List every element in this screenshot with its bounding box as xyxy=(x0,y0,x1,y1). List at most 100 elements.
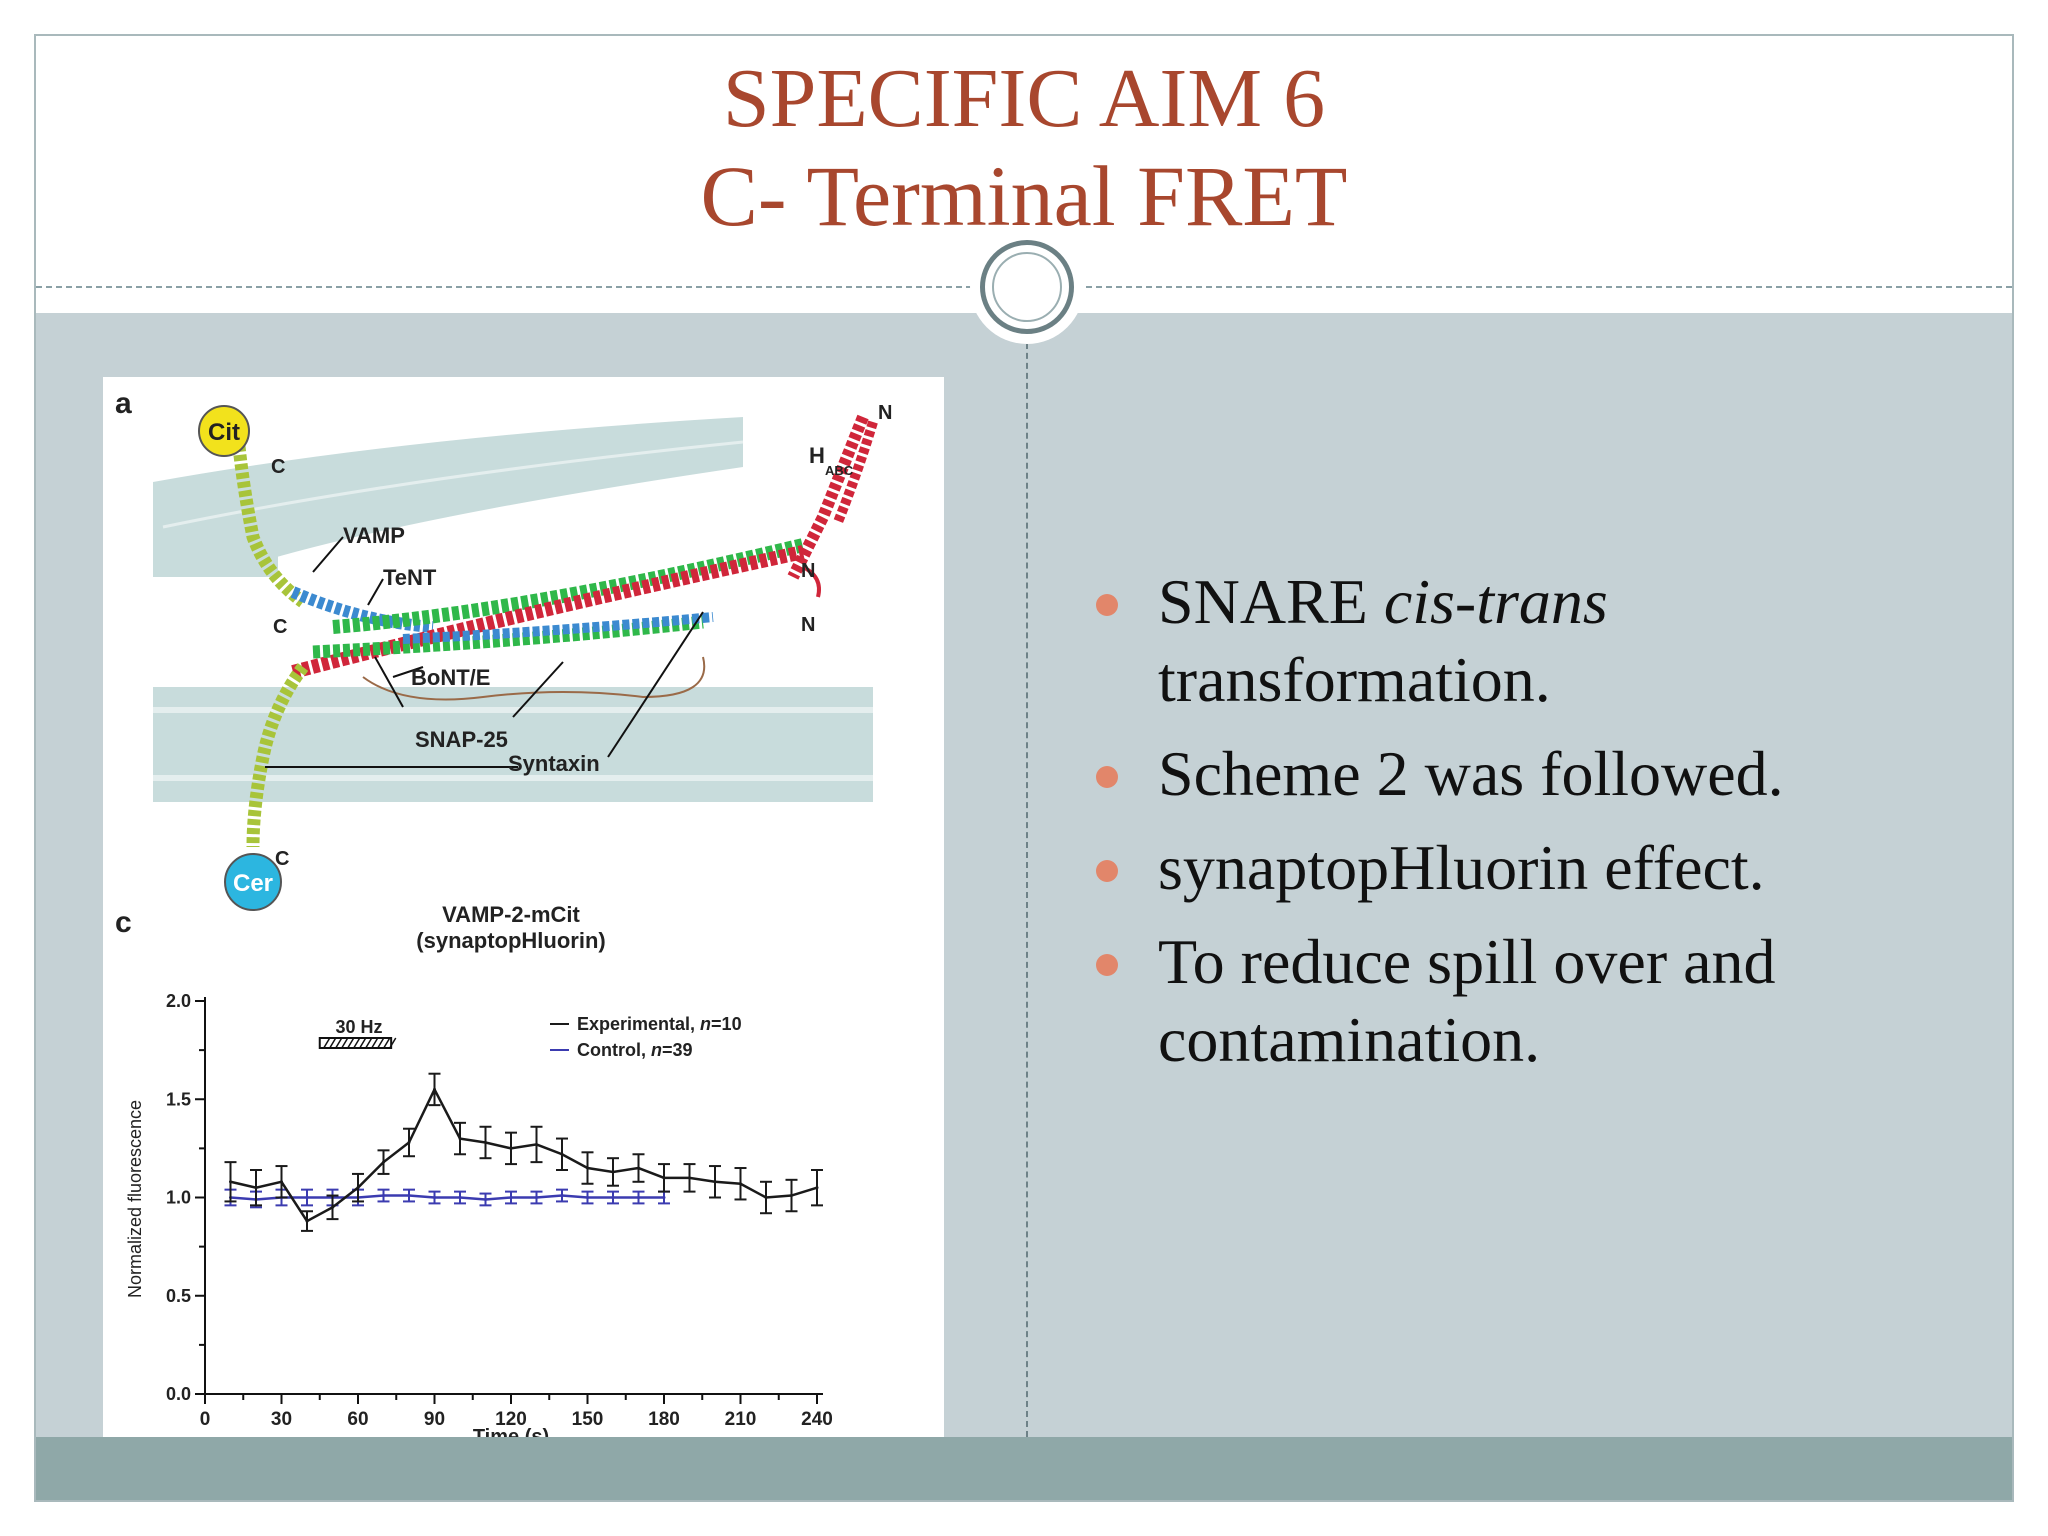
content-area: a xyxy=(36,313,2012,1454)
footer-band xyxy=(36,1437,2012,1500)
data-point-experimental xyxy=(662,1176,666,1180)
legend-experimental-main: Experimental, xyxy=(577,1014,700,1034)
data-point-experimental xyxy=(382,1160,385,1164)
data-point-control xyxy=(637,1196,640,1199)
data-point-control xyxy=(484,1197,487,1201)
x-tick-label: 180 xyxy=(648,1409,680,1430)
series-line-control xyxy=(230,1194,664,1201)
cit-fluorophore xyxy=(198,405,250,457)
stimulus-hatch xyxy=(383,1037,391,1049)
x-tick-label: 0 xyxy=(200,1409,211,1430)
data-point-experimental xyxy=(560,1152,564,1156)
data-point-experimental xyxy=(254,1186,258,1190)
legend-experimental-n: n xyxy=(700,1014,711,1034)
y-tick-label: 0.5 xyxy=(166,1286,191,1306)
y-tick-label: 1.0 xyxy=(166,1188,191,1208)
data-point-control xyxy=(305,1196,309,1199)
x-tick-label: 210 xyxy=(725,1409,757,1430)
stimulus-hatch xyxy=(377,1037,385,1049)
data-point-experimental xyxy=(764,1196,768,1199)
stimulus-bar xyxy=(318,1037,393,1049)
data-point-experimental xyxy=(688,1176,691,1180)
data-point-control xyxy=(535,1196,538,1199)
stimulus-hatch xyxy=(365,1037,373,1049)
chart-c: c VAMP-2-mCit (synaptopHluorin) 0.00.51.… xyxy=(115,902,833,1448)
series-line-experimental xyxy=(230,1086,818,1223)
bullet-item: To reduce spill over and contamination. xyxy=(1096,923,1976,1079)
stimulus-bar-group: 30 Hz xyxy=(318,1017,397,1049)
column-divider xyxy=(1026,313,1028,1437)
snap25-linker xyxy=(362,656,706,701)
label-tent: TeNT xyxy=(383,565,437,590)
x-tick-label: 240 xyxy=(801,1409,833,1430)
bullet-text: SNARE xyxy=(1158,566,1384,637)
panel-a-label: a xyxy=(115,387,132,420)
data-point-experimental xyxy=(280,1180,283,1184)
legend-control-value: =39 xyxy=(662,1040,693,1060)
data-point-experimental xyxy=(815,1186,819,1190)
y-axis-label: Normalized fluorescence xyxy=(125,1100,145,1298)
x-tick-label: 30 xyxy=(271,1409,292,1430)
series-experimental xyxy=(224,1072,823,1232)
legend-experimental: Experimental, n=10 xyxy=(577,1014,742,1034)
stimulus-hatch xyxy=(389,1037,397,1049)
data-point-experimental xyxy=(509,1146,513,1150)
x-tick-label: 150 xyxy=(572,1409,604,1430)
title-area: SPECIFIC AIM 6 C- Terminal FRET xyxy=(36,36,2012,286)
data-point-experimental xyxy=(305,1219,309,1223)
data-point-experimental xyxy=(637,1166,640,1170)
title-ornament-inner-ring xyxy=(992,252,1062,322)
bullet-item: SNARE cis-trans transformation. xyxy=(1096,563,1976,719)
data-point-experimental xyxy=(790,1194,793,1198)
legend-experimental-value: =10 xyxy=(711,1014,742,1034)
label-syntaxin: Syntaxin xyxy=(508,751,600,776)
bullet-text: To reduce spill over and contamination. xyxy=(1158,926,1776,1075)
x-tick-label: 90 xyxy=(424,1409,445,1430)
chart-subtitle: (synaptopHluorin) xyxy=(416,928,605,953)
label-c-bottom: C xyxy=(275,848,289,870)
figure-panel: a xyxy=(103,377,944,1454)
habc-domain xyxy=(787,414,878,598)
bullet-text: synaptopHluorin effect. xyxy=(1158,832,1765,903)
stimulus-hatch xyxy=(323,1037,331,1049)
data-point-experimental xyxy=(535,1142,538,1146)
x-tick-label: 120 xyxy=(495,1409,527,1430)
data-point-control xyxy=(509,1196,513,1199)
stimulus-hatch xyxy=(341,1037,349,1049)
stimulus-label: 30 Hz xyxy=(335,1017,382,1037)
label-n-habc: N xyxy=(878,402,892,424)
chart-series xyxy=(224,1072,823,1232)
data-point-control xyxy=(560,1194,564,1198)
data-point-control xyxy=(662,1196,666,1199)
stimulus-hatch xyxy=(371,1037,379,1049)
data-point-control xyxy=(586,1196,589,1199)
stimulus-hatch xyxy=(347,1037,355,1049)
stimulus-hatch xyxy=(359,1037,367,1049)
vamp-helix xyxy=(231,436,434,633)
panel-c-label: c xyxy=(115,906,132,939)
data-point-control xyxy=(458,1196,462,1199)
y-tick-label: 2.0 xyxy=(166,991,191,1011)
label-n-middle: N xyxy=(801,560,815,582)
label-habc-sub: ABC xyxy=(825,463,854,478)
legend-control: Control, n=39 xyxy=(577,1040,693,1060)
label-vamp: VAMP xyxy=(343,523,405,548)
label-habc-h: H xyxy=(809,443,825,468)
y-tick-label: 0.0 xyxy=(166,1384,191,1404)
slide-title-line1: SPECIFIC AIM 6 xyxy=(722,52,1326,145)
stimulus-hatch xyxy=(329,1037,337,1049)
data-point-experimental xyxy=(229,1180,232,1184)
bullet-text: cis-trans xyxy=(1383,566,1608,637)
data-point-experimental xyxy=(407,1140,411,1144)
data-point-control xyxy=(611,1196,615,1199)
bullet-item: Scheme 2 was followed. xyxy=(1096,735,1976,813)
data-point-experimental xyxy=(713,1180,717,1184)
bullet-dot-icon xyxy=(1096,860,1118,882)
label-c-vamp: C xyxy=(271,456,285,478)
data-point-experimental xyxy=(484,1140,487,1144)
cit-label: Cit xyxy=(208,419,240,446)
stimulus-hatch xyxy=(335,1037,343,1049)
bullet-text: transformation. xyxy=(1158,644,1551,715)
data-point-experimental xyxy=(739,1182,742,1186)
